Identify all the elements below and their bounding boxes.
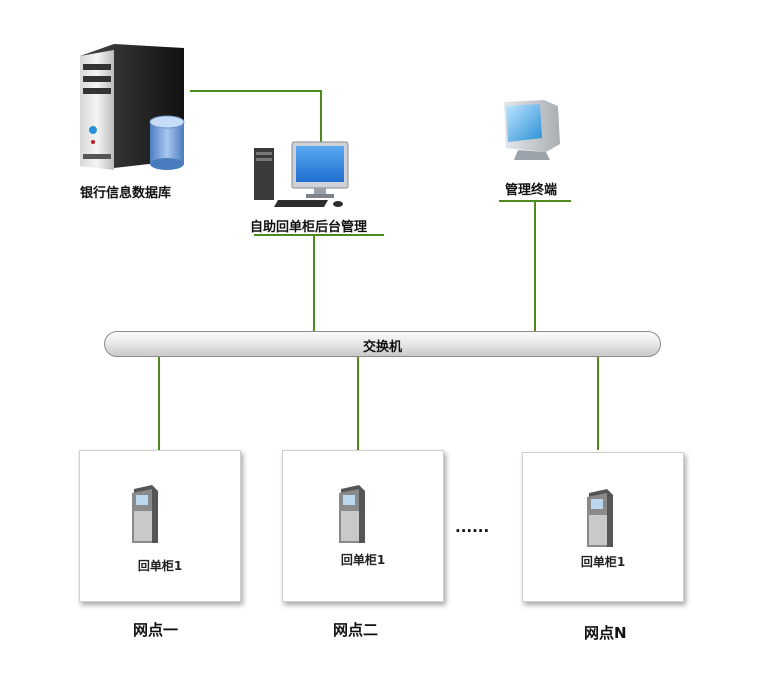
link-switch-branchN	[597, 357, 599, 450]
desktop-computer-icon	[252, 140, 352, 210]
bank-database-label: 银行信息数据库	[80, 186, 172, 201]
switch-label: 交换机	[362, 340, 402, 355]
kiosk-label: 回单柜1	[137, 559, 183, 573]
kiosk-label: 回单柜1	[580, 555, 626, 569]
branch-box-n: 回单柜1	[522, 452, 684, 602]
backend-underline	[254, 234, 384, 236]
link-switch-branch1	[158, 357, 160, 450]
link-backend-switch	[313, 235, 315, 332]
management-terminal-label: 管理终端	[505, 183, 558, 198]
link-terminal-switch	[534, 200, 536, 332]
link-db-backend-h	[190, 90, 321, 92]
branch-box-2: 回单柜1	[282, 450, 444, 602]
link-switch-branch2	[357, 357, 359, 450]
branch-box-1: 回单柜1	[79, 450, 241, 602]
database-server-icon	[72, 38, 190, 174]
network-switch-bus: 交换机	[104, 331, 661, 357]
kiosk-icon	[128, 485, 160, 543]
backend-management-label: 自助回单柜后台管理	[250, 220, 368, 235]
kiosk-icon	[583, 489, 615, 547]
ellipsis: ......	[455, 518, 490, 536]
branch-caption: 网点N	[584, 624, 627, 642]
kiosk-icon	[335, 485, 367, 543]
link-db-backend-v	[320, 90, 322, 144]
crt-monitor-icon	[498, 98, 564, 164]
kiosk-label: 回单柜1	[340, 553, 386, 567]
branch-caption: 网点一	[133, 621, 179, 639]
branch-caption: 网点二	[333, 621, 379, 639]
